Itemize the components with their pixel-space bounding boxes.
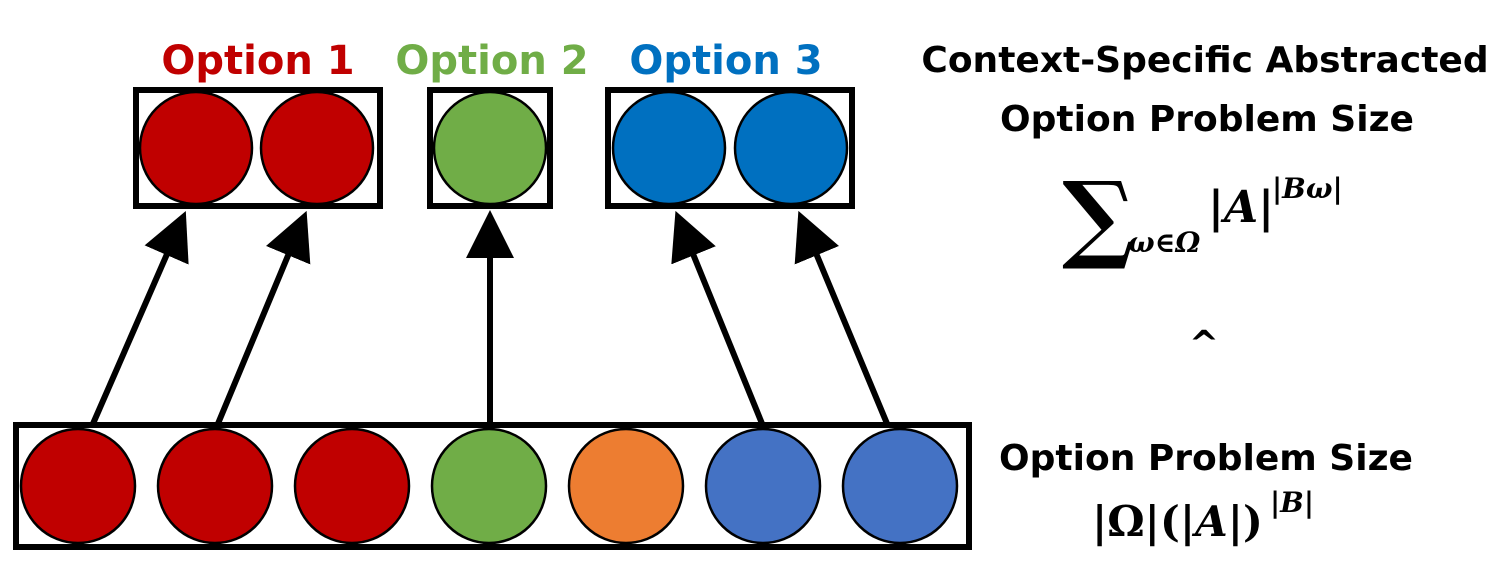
bottom-circle-4 — [430, 427, 548, 545]
option-3-circle-a — [611, 90, 727, 206]
option-3-group — [605, 87, 855, 209]
option-problem-exponent: |B| — [1270, 486, 1314, 519]
bar-open: | — [1180, 497, 1195, 546]
option-problem-formula: |Ω|(|A|) |B| — [1092, 486, 1314, 546]
abstracted-bar-close: | — [1258, 182, 1274, 233]
bottom-circle-5 — [567, 427, 685, 545]
sum-symbol: ∑ — [1062, 160, 1134, 273]
bottom-circles — [19, 427, 959, 545]
mapping-arrows — [89, 210, 891, 428]
bottom-circle-6 — [704, 427, 822, 545]
option-3-box — [605, 87, 855, 209]
option-problem-heading: Option Problem Size — [999, 438, 1413, 479]
abstracted-heading-line2: Option Problem Size — [1000, 99, 1414, 140]
option-1-group — [133, 87, 383, 209]
option-2-box — [427, 87, 553, 209]
arrow-4 — [671, 210, 766, 428]
bottom-circle-3 — [293, 427, 411, 545]
option-1-circle-a — [138, 90, 254, 206]
omega-cardinality: |Ω| — [1092, 497, 1160, 546]
sum-subscript: ω∈Ω — [1128, 226, 1200, 259]
option-2-label: Option 2 — [395, 38, 588, 84]
paren-close: ) — [1243, 497, 1263, 546]
bottom-circle-2 — [156, 427, 274, 545]
bar-close: | — [1228, 497, 1243, 546]
option-problem-cardinality: |Ω|(|A|) — [1092, 497, 1263, 546]
abstracted-var-a: A — [1220, 182, 1258, 233]
comparison-symbol: ^ — [1189, 324, 1219, 365]
abstracted-cardinality: |A| — [1208, 182, 1274, 233]
abstracted-bar-open: | — [1208, 182, 1224, 233]
option-1-box — [133, 87, 383, 209]
arrow-5 — [794, 210, 891, 428]
option-1-circle-b — [259, 90, 375, 206]
option-1-label: Option 1 — [161, 38, 354, 84]
option-2-group — [427, 87, 553, 209]
var-a: A — [1191, 497, 1228, 546]
abstracted-exponent: |Bω| — [1272, 172, 1343, 205]
bottom-circle-7 — [841, 427, 959, 545]
abstracted-heading-line1: Context-Specific Abstracted — [921, 40, 1488, 81]
option-2-circle — [432, 90, 548, 206]
option-3-circle-b — [733, 90, 849, 206]
abstracted-formula: ∑ ω∈Ω |A| |Bω| — [1062, 160, 1343, 273]
paren-open: ( — [1160, 497, 1180, 546]
arrow-1 — [89, 211, 189, 428]
arrow-2 — [214, 210, 311, 428]
option-problem-box — [13, 422, 972, 550]
bottom-circle-1 — [19, 427, 137, 545]
option-3-label: Option 3 — [629, 38, 822, 84]
